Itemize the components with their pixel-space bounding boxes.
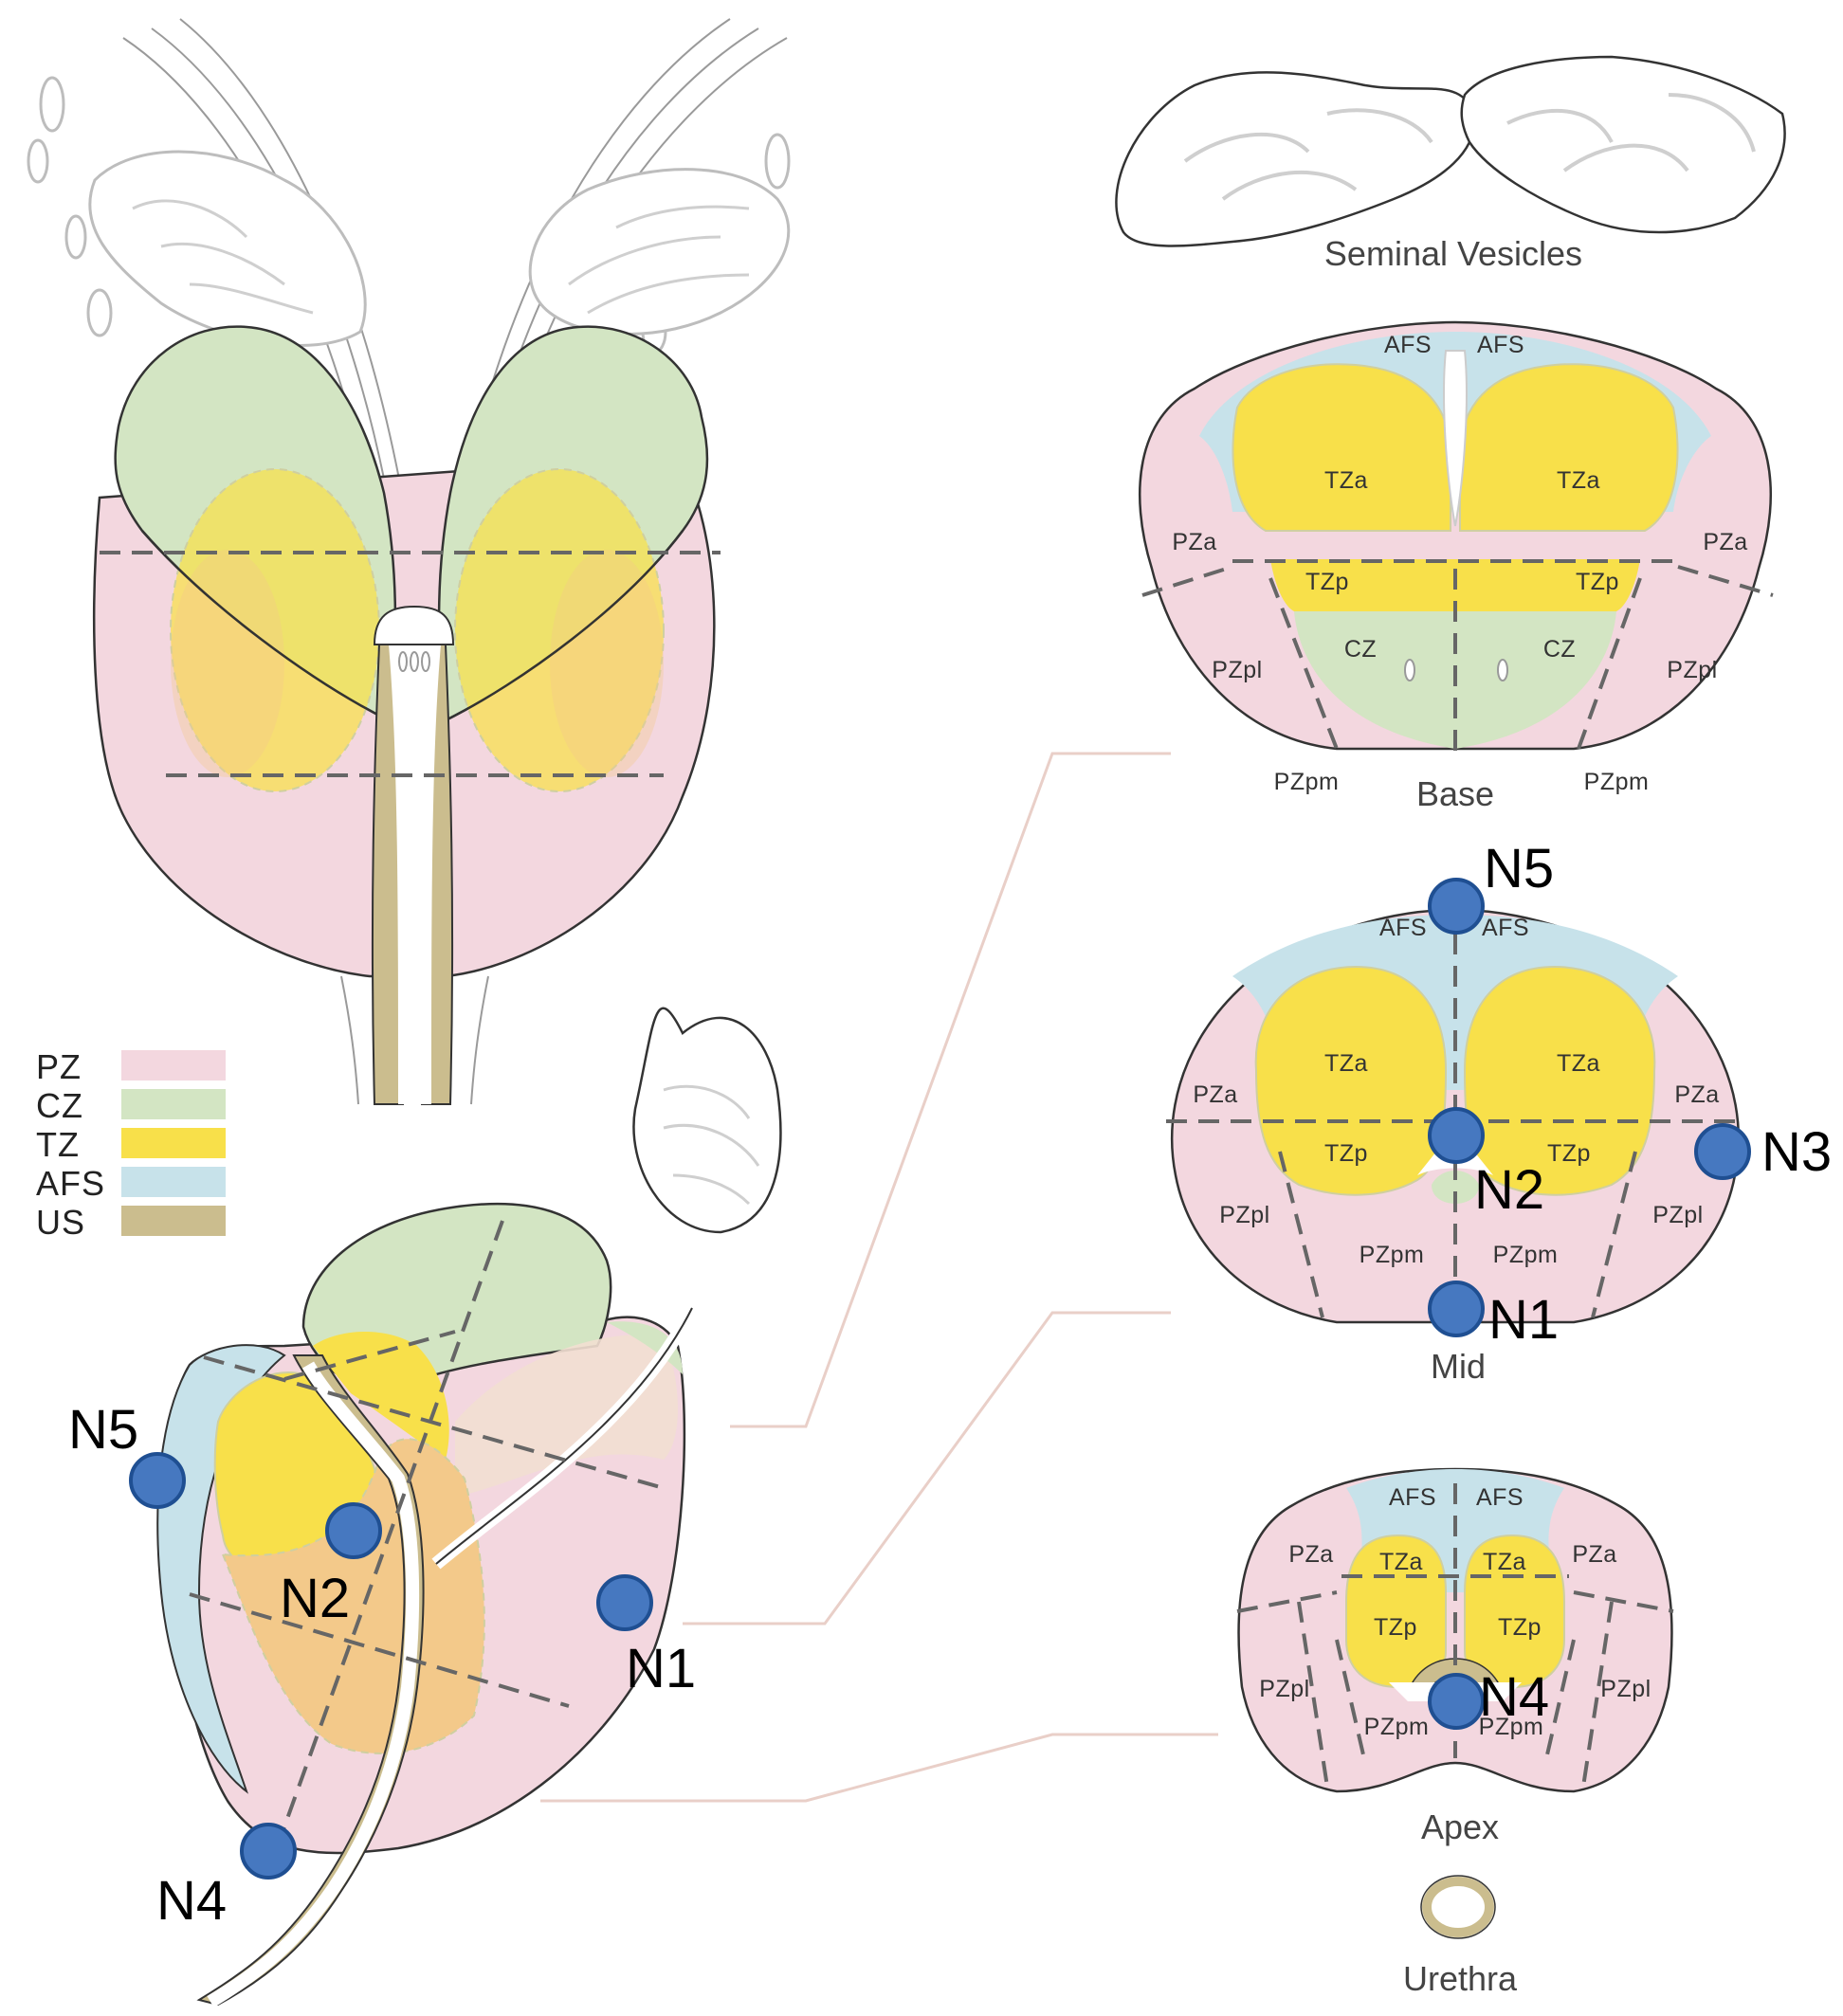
legend-swatch-afs	[121, 1167, 226, 1197]
apex-pzpm-left-label: PZpm	[1364, 1714, 1430, 1740]
mid-node-n2	[1428, 1107, 1485, 1164]
sagittal-node-n2	[325, 1502, 382, 1559]
base-tzp-left-label: TZp	[1305, 569, 1349, 595]
base-tza-right	[1459, 363, 1679, 532]
mid-node-n3	[1694, 1123, 1751, 1180]
apex-pza-left-label: PZa	[1288, 1541, 1333, 1568]
mid-node-n1	[1428, 1280, 1485, 1337]
mid-node-n2-label: N2	[1474, 1159, 1544, 1221]
mid-node-n3-label: N3	[1761, 1121, 1832, 1183]
apex-afs-right-label: AFS	[1476, 1484, 1524, 1511]
mid-pzpm-left-label: PZpm	[1359, 1242, 1425, 1268]
apex-tzp-left-label: TZp	[1374, 1614, 1417, 1641]
sagittal-node-n1-label: N1	[626, 1638, 696, 1699]
mid-pzpl-left-label: PZpl	[1219, 1202, 1269, 1228]
mid-afs-right-label: AFS	[1482, 915, 1529, 941]
sagittal-node-n5	[129, 1452, 186, 1509]
apex-pzpl-right-label: PZpl	[1600, 1676, 1651, 1702]
mid-pzpm-right-label: PZpm	[1493, 1242, 1559, 1268]
mid-pzpl-right-label: PZpl	[1652, 1202, 1703, 1228]
apex-pzpm-right-label: PZpm	[1479, 1714, 1544, 1740]
sagittal-node-n4	[240, 1823, 297, 1880]
base-pzpm-right-label: PZpm	[1584, 769, 1650, 795]
apex-pzpl-left-label: PZpl	[1259, 1676, 1309, 1702]
legend-label-cz: CZ	[36, 1086, 83, 1125]
apex-tz-right	[1464, 1534, 1565, 1689]
apex-node-n4	[1428, 1673, 1485, 1730]
legend-swatch-pz	[121, 1050, 226, 1081]
legend-label-afs: AFS	[36, 1164, 105, 1203]
legend-swatch-us	[121, 1206, 226, 1236]
mid-node-n5-label: N5	[1484, 838, 1554, 899]
sagittal-node-n2-label: N2	[280, 1568, 350, 1629]
apex-section: AFS AFS PZa PZa TZa TZa TZp TZp PZpl PZp…	[1236, 1467, 1674, 1846]
legend-label-pz: PZ	[36, 1047, 82, 1086]
base-pza-right-label: PZa	[1703, 529, 1747, 555]
mid-afs-left-label: AFS	[1379, 915, 1427, 941]
mid-node-n1-label: N1	[1488, 1289, 1559, 1351]
sagittal-node-n1	[596, 1574, 653, 1631]
legend-swatch-tz	[121, 1128, 226, 1158]
sagittal-afs-region	[156, 1344, 286, 1794]
base-cz-left-label: CZ	[1344, 636, 1377, 663]
mid-tzp-left-label: TZp	[1324, 1140, 1368, 1167]
base-pzpl-right-label: PZpl	[1667, 657, 1717, 683]
legend: PZ CZ TZ AFS US	[36, 1047, 226, 1242]
apex-node-n4-label: N4	[1479, 1666, 1549, 1728]
mid-tzp-right-label: TZp	[1547, 1140, 1591, 1167]
mid-pza-left-label: PZa	[1193, 1081, 1237, 1108]
coronal-tz-right	[454, 468, 665, 792]
sagittal-node-n5-label: N5	[68, 1399, 138, 1461]
sagittal-seminal-vesicle	[632, 1007, 782, 1234]
base-title: Base	[1416, 774, 1494, 813]
sagittal-nodes: N5 N2 N1 N4	[68, 1399, 696, 1932]
base-section: AFS AFS TZa TZa PZa PZa TZp TZp CZ CZ PZ…	[1139, 320, 1774, 813]
seminal-vesicles-title: Seminal Vesicles	[1324, 234, 1582, 273]
apex-title: Apex	[1421, 1807, 1499, 1846]
urethra-title: Urethra	[1403, 1959, 1518, 1998]
mid-section: AFS AFS TZa TZa PZa PZa TZp TZp PZpl PZp…	[1166, 908, 1744, 1386]
base-tza-left	[1232, 363, 1451, 532]
apex-tza-right-label: TZa	[1483, 1549, 1526, 1575]
apex-nodes: N4	[1428, 1666, 1549, 1730]
seminal-vesicles-axial: Seminal Vesicles	[1115, 55, 1786, 273]
legend-label-tz: TZ	[36, 1125, 80, 1164]
connector-lines	[540, 752, 1218, 1803]
apex-pza-right-label: PZa	[1572, 1541, 1616, 1568]
mid-nodes: N5 N2 N3 N1	[1428, 838, 1832, 1351]
urethra-ring: Urethra	[1403, 1875, 1518, 1998]
legend-label-us: US	[36, 1203, 85, 1242]
coronal-urethra	[340, 605, 489, 1105]
base-tzp-right-label: TZp	[1576, 569, 1619, 595]
mid-title: Mid	[1431, 1347, 1486, 1386]
mid-pza-right-label: PZa	[1674, 1081, 1719, 1108]
coronal-view	[27, 18, 791, 1105]
base-pza-left-label: PZa	[1172, 529, 1216, 555]
base-pzpm-left-label: PZpm	[1274, 769, 1340, 795]
apex-tza-left-label: TZa	[1379, 1549, 1423, 1575]
sagittal-urethra	[196, 1304, 699, 2007]
apex-afs-left-label: AFS	[1389, 1484, 1436, 1511]
mid-node-n5	[1428, 878, 1485, 935]
base-afs-left-label: AFS	[1384, 332, 1432, 358]
mid-tza-left-label: TZa	[1324, 1050, 1368, 1077]
base-tza-left-label: TZa	[1324, 467, 1368, 494]
base-pzpl-left-label: PZpl	[1212, 657, 1262, 683]
base-cz-right-label: CZ	[1543, 636, 1576, 663]
sagittal-node-n4-label: N4	[156, 1870, 227, 1932]
coronal-seminal-vesicles	[88, 150, 791, 347]
legend-swatch-cz	[121, 1089, 226, 1119]
base-tza-right-label: TZa	[1557, 467, 1600, 494]
mid-tza-right-label: TZa	[1557, 1050, 1600, 1077]
base-afs-right-label: AFS	[1477, 332, 1524, 358]
apex-tzp-right-label: TZp	[1498, 1614, 1542, 1641]
apex-tz-left	[1345, 1534, 1447, 1689]
